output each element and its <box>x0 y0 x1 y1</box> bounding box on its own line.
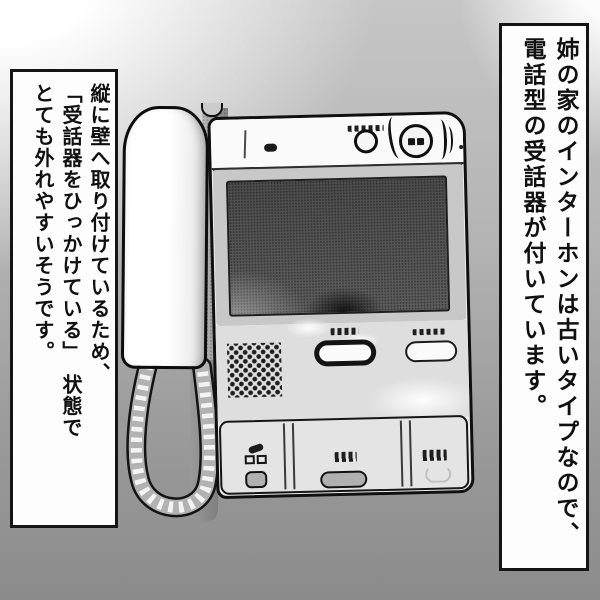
left-label-squares <box>244 454 267 465</box>
speaker-slot <box>416 137 425 145</box>
caption-line: 縦に壁へ取り付けているため、 <box>87 83 109 384</box>
speaker <box>398 123 434 159</box>
caption-line: 姉の家のインターホンは古いタイプなので、 <box>553 37 578 547</box>
label-square <box>244 455 255 465</box>
control-section <box>215 317 475 425</box>
speaker-slot <box>407 137 416 145</box>
panel-divider-line <box>291 423 296 490</box>
center-label-marks <box>334 451 357 463</box>
caption-box-right: 姉の家のインターホンは古いタイプなので、 電話型の受話器が付いています。 <box>499 23 589 571</box>
sub-button <box>404 340 458 363</box>
panel-seam-line <box>243 130 247 159</box>
speaker-grille <box>226 342 283 398</box>
talk-button-label-marks <box>330 327 359 336</box>
talk-button <box>313 339 377 367</box>
speaker-arc-right-inner <box>443 126 454 154</box>
handset <box>120 105 210 370</box>
panel-divider-line <box>408 420 413 487</box>
label-square <box>256 454 267 465</box>
left-gray-button <box>245 470 268 489</box>
caption-left-text: 縦に壁へ取り付けているため、 「受話器をひっかけている」 状態で とても外れやす… <box>13 72 115 525</box>
panel-divider-line <box>399 420 404 487</box>
hook-notch <box>201 103 223 117</box>
cord-coil-bands <box>130 363 215 513</box>
caption-line: 「受話器をひっかけている」 状態で <box>59 83 81 439</box>
indicator-led <box>264 143 278 152</box>
caption-line: とても外れやすいそうです。 <box>31 83 53 363</box>
screw-dot <box>459 144 464 150</box>
handset-cord <box>126 355 220 518</box>
camera-lens <box>353 129 379 154</box>
top-panel <box>210 113 464 171</box>
left-label-mark <box>247 442 265 455</box>
right-label-marks <box>422 449 447 462</box>
intercom-unit <box>207 110 475 500</box>
video-screen <box>225 175 451 317</box>
sub-button-label-marks <box>412 328 445 336</box>
recessed-button-outline <box>424 465 452 483</box>
center-gray-button <box>320 470 368 489</box>
caption-right-text: 姉の家のインターホンは古いタイプなので、 電話型の受話器が付いています。 <box>502 26 586 568</box>
screen-bezel <box>212 161 467 327</box>
caption-line: 電話型の受話器が付いています。 <box>520 37 545 420</box>
caption-box-left: 縦に壁へ取り付けているため、 「受話器をひっかけている」 状態で とても外れやす… <box>10 69 118 528</box>
highlight-patch <box>285 317 332 339</box>
lower-panel <box>218 414 470 495</box>
panel-divider-line <box>282 423 287 490</box>
